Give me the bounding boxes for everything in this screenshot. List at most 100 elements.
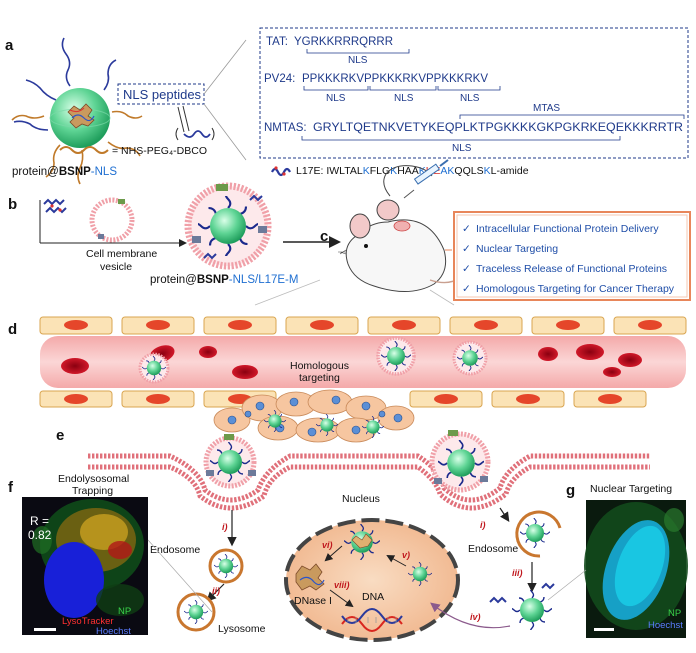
step-iii: iii) [512,568,523,578]
nuclear-targeting-micrograph [584,500,688,638]
blood-vessel [40,336,686,388]
released-complex [344,524,380,560]
panel-label-e: e [56,427,64,444]
dna-label: DNA [362,591,384,603]
feature-item: Nuclear Targeting [476,243,558,255]
homologous-label-2: targeting [299,372,340,384]
l17e-segment: K [363,165,370,177]
callout-line [147,539,213,613]
callout-line [203,39,247,95]
callout-line [203,103,247,161]
callout-line [547,569,587,601]
panel-f-title-2: Trapping [72,485,113,497]
callout-line [254,279,321,306]
dnase-label: DNase I [294,595,332,607]
endosome-right [515,510,562,558]
cell-membrane-inner [88,464,650,511]
check-icon: ✓ [462,263,471,275]
feature-item: Traceless Release of Functional Proteins [476,263,667,275]
nuclear-entry-arrow [430,602,511,629]
red-blood-cells [61,344,642,379]
nmtas-nls-label: NLS [452,143,472,154]
l17e-segment: HAA [397,165,419,177]
endosome-left-label: Endosome [150,544,200,556]
endocytosis-left [203,434,257,489]
panel-g-title: Nuclear Targeting [590,483,672,495]
panel-label-c: c [320,228,328,245]
l17e-segment: QQLS [454,165,483,177]
tat-nls-label: NLS [348,55,368,66]
homologous-label-1: Homologous [290,360,349,372]
features-list: ✓ Intracellular Functional Protein Deliv… [462,223,675,295]
l17e-segment: L-amide [491,165,529,177]
axes-frame [39,200,187,247]
l17e-segment: IWLTAL [326,165,363,177]
dnase-protein-icon [295,563,325,591]
r-label: R = [30,514,49,528]
nucleus-label: Nucleus [342,493,380,505]
released-np [512,590,552,630]
linker-icon [59,146,109,154]
feature-item: Homologous Targeting for Cancer Therapy [476,283,675,295]
dna-helix-icon [341,608,403,632]
circulating-nanoparticles [138,336,488,384]
features-box [453,211,691,301]
l17e-segment: AK [440,165,454,177]
check-icon: ✓ [462,223,471,235]
pv24-sequence: PPKKKRKVPPKKKRKVPPKKKRKV [302,73,488,85]
product-label: protein@BSNP-NLS/L17E-M [150,274,298,286]
l17e-segment: FLG [370,165,390,177]
legend-hoechst-f: Hoechst [96,626,131,637]
step-vi: vi) [322,540,333,550]
step-iv: iv) [470,612,481,622]
cell-membrane-vesicle [89,197,135,243]
pv24-nls-label-2: NLS [394,93,414,104]
tumor-cell-cluster [213,389,415,443]
l17e-segment: K [419,165,426,177]
panel-label-b: b [8,196,17,213]
protein-icon [67,103,95,129]
l17e-segment: K [484,165,491,177]
l17e-peptide-icon [43,198,67,214]
legend-lysotracker: LysoTracker [62,616,114,627]
mouse-icon [338,165,479,292]
feature-item: Intracellular Functional Protein Deliver… [476,223,659,235]
check-icon: ✓ [462,283,471,295]
pv24-nls-label-1: NLS [326,93,346,104]
click-chemistry-link [175,105,215,141]
nmtas-mtas-label: MTAS [533,103,560,114]
panel-f-title-1: Endolysosomal [58,473,129,485]
legend-np-f: NP [118,606,131,617]
step-v: v) [402,550,410,560]
l17e-sequence: L17E: IWLTALKFLGKHAAKHEAKQQLSKL-amide [296,165,529,177]
peptide-sequence-box [259,27,689,159]
vesicle-label-1: Cell membrane [86,248,157,260]
syringe-icon [403,159,449,199]
cell-membrane-outer [88,453,650,503]
panel-label-a: a [5,37,14,54]
vesicle-label-2: vesicle [100,261,132,273]
check-icon: ✓ [462,243,471,255]
legend-hoechst-g: Hoechst [648,620,683,631]
endothelial-cells-top [39,316,687,335]
nmtas-sequence: GRYLTQETNKVETYKEQPLKTPGKKKKGKPGKRKEQEKKK… [313,122,683,134]
tat-sequence: YGRKKRRRQRRR [294,36,393,48]
step-viii: viii) [334,580,350,590]
coated-nanoparticle [184,182,272,270]
scale-bar [594,628,614,631]
endocytosis-right [429,430,491,493]
step-i-left: i) [222,522,228,532]
pv24-name: PV24: [264,73,295,85]
scale-bar [34,628,56,631]
lysosome-label: Lysosome [218,623,266,635]
tat-name: TAT: [266,36,288,48]
step-ii: ii) [212,586,220,596]
nmtas-name: NMTAS: [264,122,307,134]
panel-label-d: d [8,321,17,338]
step-i-right: i) [480,520,486,530]
nls-peptides-label: NLS peptides [123,87,202,102]
reagent-label: = NHS-PEG₄-DBCO [112,145,207,157]
nucleus [284,518,460,642]
callout-line [429,289,455,306]
endosome-right-label: Endosome [468,543,518,555]
